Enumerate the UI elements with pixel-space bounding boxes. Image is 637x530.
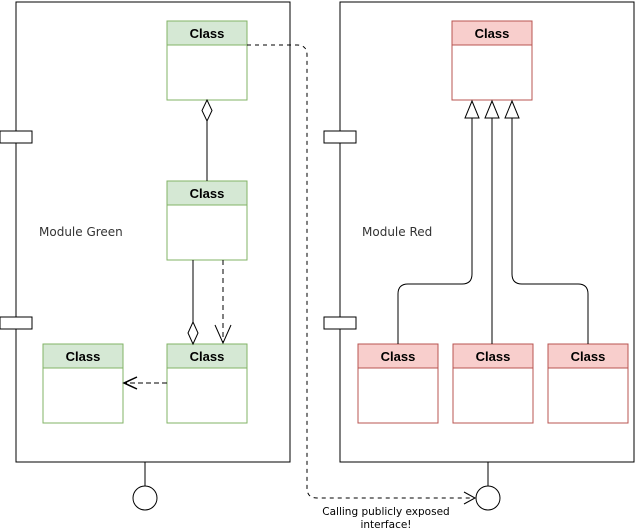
interface-note-line2: interface! [360,519,411,530]
inheritance-triangle-icon [484,99,500,119]
interface-green[interactable] [132,462,158,511]
class-title: Class [571,349,606,364]
inheritance-edge-2[interactable] [484,99,500,344]
open-arrow-icon [214,324,232,345]
aggregation-edge-top[interactable] [201,98,213,181]
dependency-edge-vertical[interactable] [214,260,232,345]
interface-red[interactable] [475,462,501,511]
class-title: Class [476,349,511,364]
inheritance-triangle-icon [504,99,520,119]
port-red-upper[interactable] [323,130,357,144]
class-red-bottom-1[interactable]: Class [357,343,439,424]
inheritance-edge-1[interactable] [397,99,480,344]
class-green-bottom-left[interactable]: Class [42,343,124,424]
interface-call-edge[interactable] [247,44,477,505]
open-arrow-icon [463,491,477,505]
class-title: Class [190,186,225,201]
class-title: Class [66,349,101,364]
module-green-label: Module Green [39,225,123,239]
class-red-top[interactable]: Class [451,20,533,101]
class-title: Class [381,349,416,364]
inheritance-edge-3[interactable] [504,99,589,344]
class-red-bottom-2[interactable]: Class [452,343,534,424]
class-title: Class [190,349,225,364]
class-title: Class [475,26,510,41]
class-green-top[interactable]: Class [166,20,248,101]
aggregation-edge-bottom[interactable] [187,260,199,346]
open-arrow-icon [122,376,138,390]
class-green-middle[interactable]: Class [166,180,248,261]
module-red-label: Module Red [362,225,432,239]
port-green-upper[interactable] [0,130,33,144]
class-red-bottom-3[interactable]: Class [547,343,629,424]
class-green-bottom-right[interactable]: Class [166,343,248,424]
class-title: Class [190,26,225,41]
port-red-lower[interactable] [323,316,357,330]
inheritance-triangle-icon [464,99,480,119]
dependency-edge-horizontal[interactable] [122,376,167,390]
interface-note-line1: Calling publicly exposed [322,506,449,518]
port-green-lower[interactable] [0,316,33,330]
aggregation-diamond-icon [201,98,213,123]
aggregation-diamond-icon [187,320,199,346]
